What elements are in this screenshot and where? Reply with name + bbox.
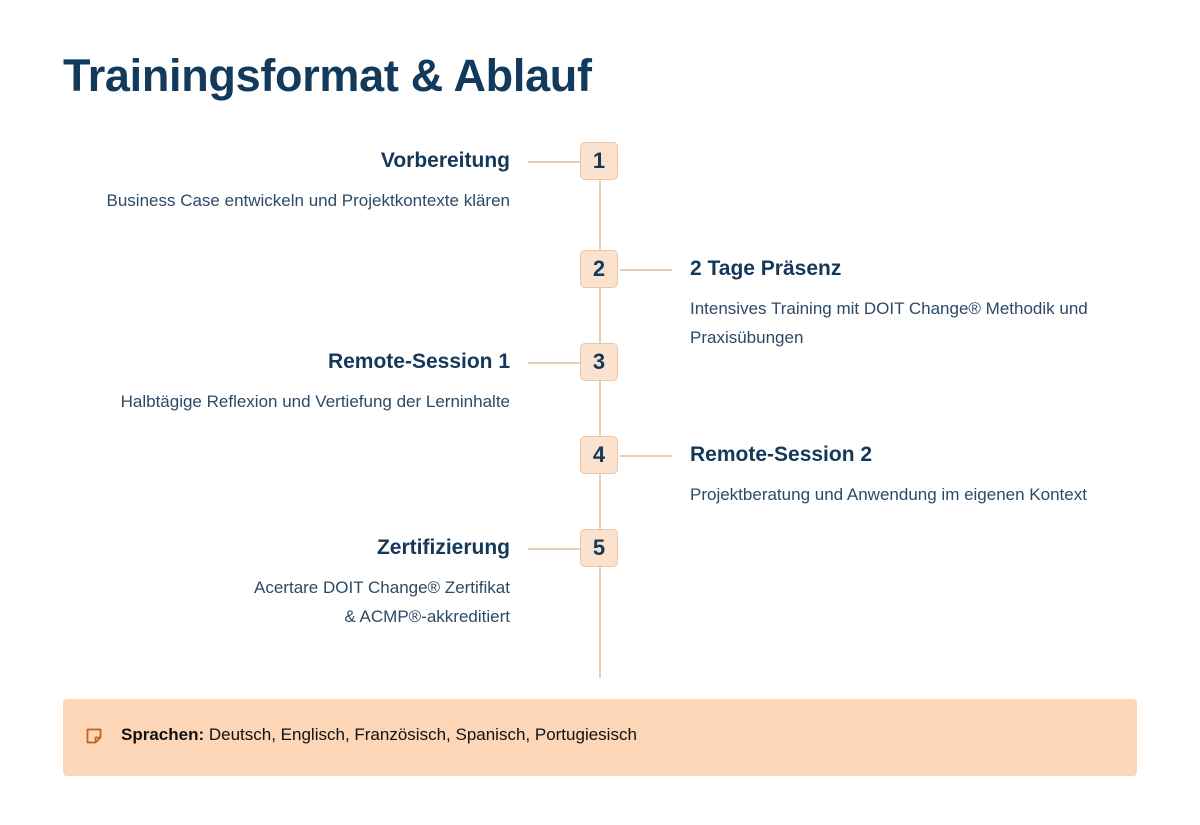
connector-line bbox=[528, 548, 580, 550]
step-description: Halbtägige Reflexion und Vertiefung der … bbox=[120, 392, 510, 411]
step-description: Acertare DOIT Change® Zertifikat & ACMP®… bbox=[254, 573, 510, 631]
step-title: Remote-Session 1 bbox=[327, 350, 510, 373]
connector-line bbox=[528, 161, 580, 163]
languages-text: Sprachen: Deutsch, Englisch, Französisch… bbox=[121, 725, 637, 745]
step-description-line: & ACMP®-akkreditiert bbox=[344, 607, 510, 626]
languages-label: Sprachen: bbox=[121, 725, 205, 744]
step-title: Vorbereitung bbox=[380, 149, 510, 172]
step-number: 3 bbox=[580, 343, 618, 381]
sticky-note-icon bbox=[85, 727, 103, 745]
connector-line bbox=[620, 269, 672, 271]
connector-line bbox=[620, 455, 672, 457]
step-number: 1 bbox=[580, 142, 618, 180]
step-description: Intensives Training mit DOIT Change® Met… bbox=[690, 299, 1088, 347]
page-title: Trainingsformat & Ablauf bbox=[63, 50, 592, 101]
step-title: Remote-Session 2 bbox=[690, 443, 873, 466]
step-number: 2 bbox=[580, 250, 618, 288]
step-description-line: Acertare DOIT Change® Zertifikat bbox=[254, 578, 510, 597]
step-number: 5 bbox=[580, 529, 618, 567]
step-title: 2 Tage Präsenz bbox=[690, 257, 842, 280]
step-number: 4 bbox=[580, 436, 618, 474]
step-title: Zertifizierung bbox=[376, 536, 510, 559]
connector-line bbox=[528, 362, 580, 364]
timeline-line bbox=[599, 160, 601, 678]
languages-banner: Sprachen: Deutsch, Englisch, Französisch… bbox=[63, 699, 1137, 776]
languages-value: Deutsch, Englisch, Französisch, Spanisch… bbox=[208, 725, 637, 744]
step-description: Business Case entwickeln und Projektkont… bbox=[106, 191, 511, 210]
step-description: Projektberatung und Anwendung im eigenen… bbox=[690, 485, 1087, 504]
